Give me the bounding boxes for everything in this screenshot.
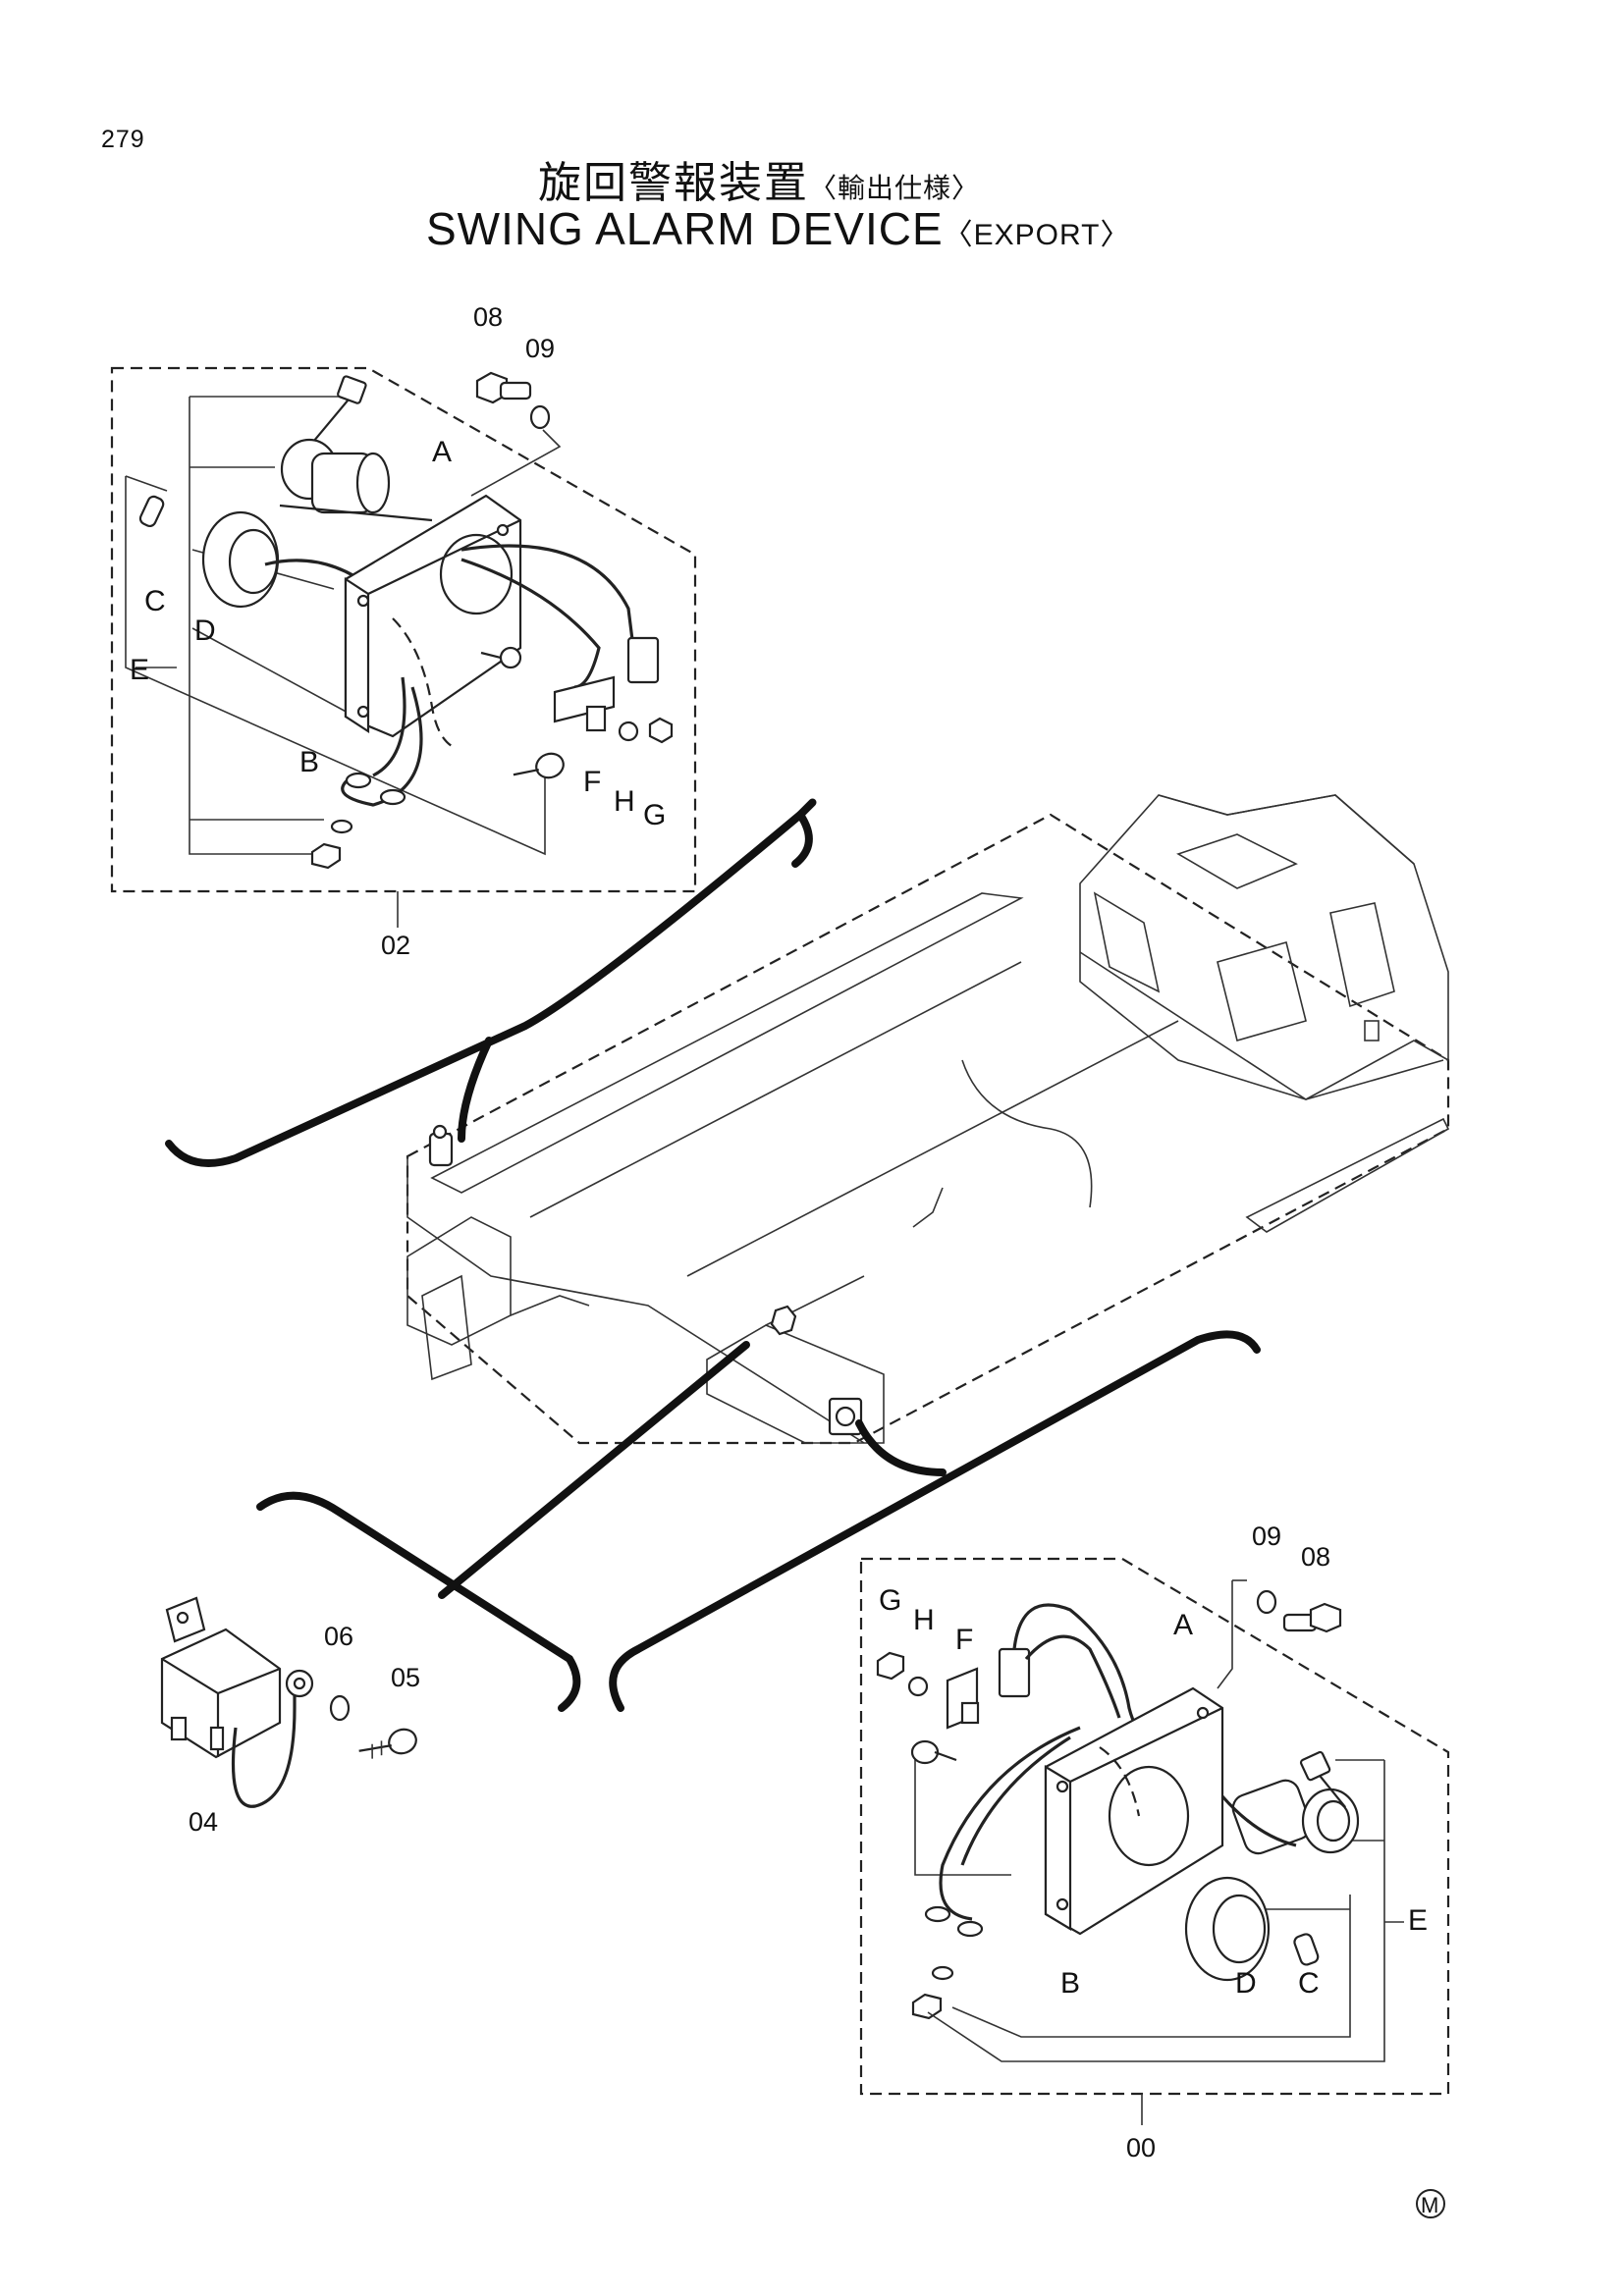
title-english-text: SWING ALARM DEVICE: [426, 203, 944, 254]
upper-pin-c: [138, 495, 165, 528]
upper-wire-harness: [341, 544, 660, 807]
lower-alarm-horn: [1220, 1779, 1360, 1855]
upper-label-a: A: [432, 436, 452, 468]
lower-label-09: 09: [1252, 1522, 1281, 1551]
lower-flange: [1184, 1876, 1271, 1982]
lower-washer-bottom: [931, 1965, 954, 1981]
lower-washer-09: [1256, 1589, 1277, 1615]
machine-mount-rear: [828, 1397, 863, 1436]
lower-callout-00: 00: [1126, 2133, 1156, 2163]
upper-bolt-top: [313, 375, 367, 441]
upper-label-e: E: [130, 654, 149, 686]
lower-alarm-assembly: 09 08 A G H F E B D C 00: [859, 1522, 1450, 2163]
upper-callout-02: 02: [381, 931, 410, 960]
page-title-japanese: 旋回警報装置〈輸出仕様〉: [538, 147, 980, 210]
lower-bracket-c: [951, 1895, 1351, 2038]
lower-washer-h: [907, 1676, 929, 1697]
relay-screw-05: [358, 1728, 417, 1759]
page-title-english: SWING ALARM DEVICE〈EXPORT〉: [426, 202, 1130, 255]
upper-washer-h: [618, 721, 639, 742]
lower-bolt-top: [1299, 1750, 1347, 1808]
upper-bracket-e: [189, 397, 319, 855]
lower-label-b: B: [1060, 1967, 1080, 2000]
m-mark-text: M: [1421, 2193, 1438, 2217]
upper-alarm-assembly: 08 09 A C D E B F H G 02: [110, 302, 697, 960]
lower-bracket-e: [1016, 1760, 1385, 2062]
title-japanese-suffix: 〈輸出仕様〉: [809, 172, 981, 204]
lower-mount-bolt: [910, 1739, 957, 1765]
lower-connector: [998, 1647, 1031, 1698]
relay-assembly: 06 05 04: [160, 1596, 420, 1837]
upper-bracket-c: [125, 476, 546, 856]
lower-assembly-boundary: [859, 1557, 1450, 2096]
upper-label-d: D: [194, 614, 216, 647]
relay-label-05: 05: [391, 1663, 420, 1692]
lower-label-g: G: [879, 1584, 901, 1617]
lower-bolt-08: [1282, 1602, 1342, 1633]
upper-nut-g: [648, 717, 674, 744]
upper-c-link: [125, 475, 168, 492]
upper-nut-bottom: [310, 842, 342, 870]
upper-label-c: C: [144, 585, 166, 617]
lower-label-h: H: [913, 1604, 935, 1636]
upper-washer-bottom: [330, 819, 353, 834]
upper-washer-09: [529, 404, 551, 430]
upper-bracket-f: [553, 675, 616, 732]
lower-label-d: D: [1235, 1967, 1257, 2000]
lower-label-08: 08: [1301, 1542, 1330, 1572]
upper-flange: [201, 510, 374, 609]
machine-mount-relay: [770, 1305, 797, 1336]
upper-label-h: H: [614, 785, 635, 818]
lower-nut-g: [876, 1651, 905, 1681]
relay-washer-06: [329, 1694, 351, 1722]
lower-pin-c: [1293, 1933, 1320, 1966]
m-mark: M: [1416, 2189, 1445, 2218]
lower-label-a: A: [1173, 1609, 1193, 1641]
upper-label-08: 08: [473, 302, 503, 332]
lower-wire-harness: [924, 1603, 1179, 1938]
lower-label-f: F: [955, 1624, 973, 1656]
page-number: 279: [101, 126, 145, 153]
callout-leaders: [165, 798, 1261, 1712]
upper-connector: [626, 636, 660, 684]
upper-label-g: G: [643, 799, 666, 831]
upper-label-b: B: [299, 746, 319, 778]
upper-label-09: 09: [525, 334, 555, 363]
relay-label-06: 06: [324, 1622, 353, 1651]
lower-plate-a: [1044, 1686, 1224, 1936]
lower-bracket-f: [946, 1667, 980, 1730]
relay-body: [160, 1628, 282, 1759]
upper-alarm-horn: [279, 438, 433, 522]
upper-08-leader: [470, 429, 562, 497]
upper-plate-a: [344, 494, 522, 747]
upper-mount-bolt: [480, 646, 522, 669]
lower-label-e: E: [1408, 1904, 1428, 1937]
upper-screw: [513, 752, 565, 779]
title-english-suffix: 〈EXPORT〉: [943, 219, 1131, 251]
upper-d-line: [191, 627, 374, 727]
lower-label-c: C: [1298, 1967, 1320, 2000]
upper-bolt-08: [475, 371, 532, 404]
upper-assembly-boundary: [110, 366, 697, 893]
upper-label-f: F: [583, 766, 601, 798]
relay-label-04: 04: [189, 1807, 218, 1837]
lower-nut-bottom: [911, 1993, 943, 2020]
title-japanese-text: 旋回警報装置: [538, 158, 809, 208]
machine-upper-structure: [406, 794, 1450, 1445]
